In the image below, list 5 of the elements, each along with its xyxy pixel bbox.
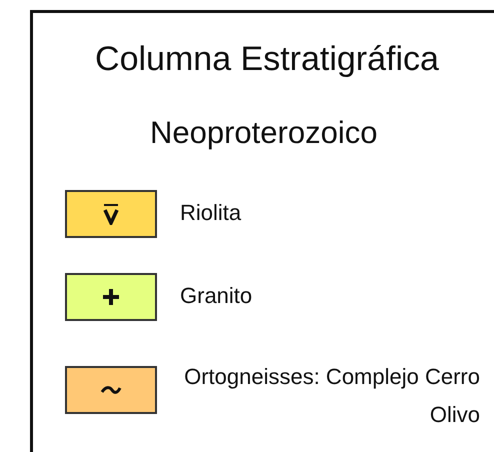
legend-text: Ortogneisses: Complejo Cerro Olivo — [183, 363, 480, 429]
title: Columna Estratigráfica — [94, 40, 440, 79]
legend-text: Riolita — [180, 200, 242, 226]
subtitle: Neoproterozoico — [150, 115, 378, 151]
legend-text: Granito — [180, 283, 252, 309]
